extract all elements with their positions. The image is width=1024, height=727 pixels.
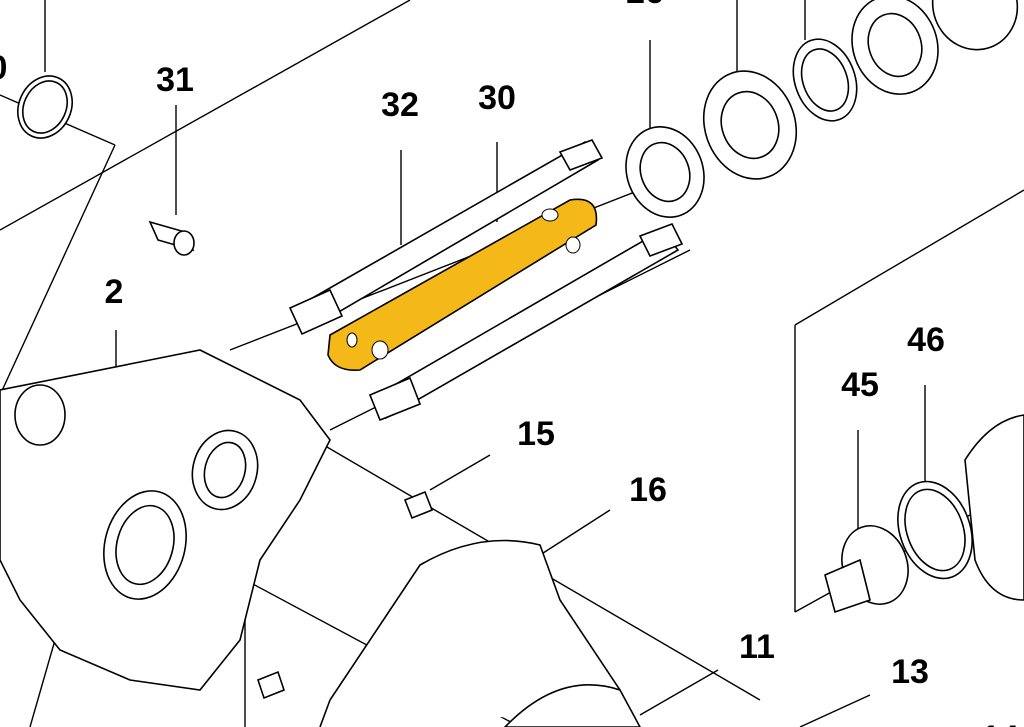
callout-2: 2 [104,273,124,311]
callout-top-partial: 26 [626,0,664,9]
callout-32: 32 [381,86,419,124]
stud-bolt-part [288,139,684,422]
plug-part-45 [824,525,909,614]
pin-part-31 [148,220,195,256]
pin-part-15 [403,490,434,520]
callout-45: 45 [841,366,879,404]
callout-left-partial: 0 [0,51,7,85]
callout-11: 11 [739,628,775,666]
sleeve-part [964,414,1024,601]
gear-part-11 [503,684,641,727]
callout-46: 46 [907,321,945,359]
pin-part [257,670,285,700]
shaft-part-30-highlighted [327,198,598,372]
bearing-ring-parts [625,0,1019,218]
callout-30: 30 [478,79,516,117]
callout-16: 16 [629,471,667,509]
callout-corner-partial: 14 [981,721,1019,727]
callout-13: 13 [891,653,929,691]
gasket-part-16 [319,539,621,727]
housing-part-2 [0,349,331,691]
callout-31: 31 [156,61,194,99]
callout-15: 15 [517,415,555,453]
